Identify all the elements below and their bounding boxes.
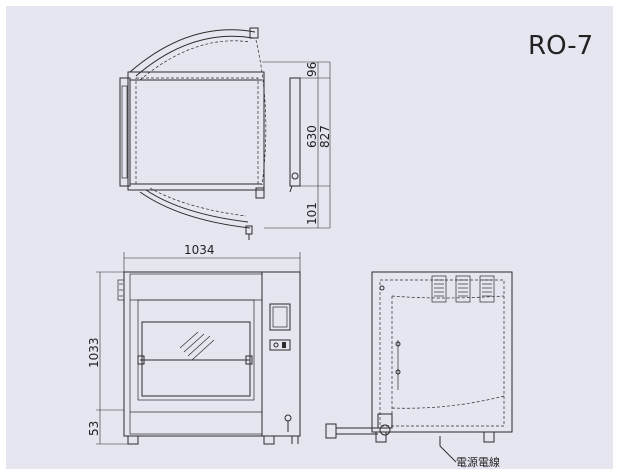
control-panel — [261, 271, 301, 437]
side-bottom-contour — [391, 395, 505, 409]
glass-hatch-3 — [187, 335, 211, 357]
side-fitting-1 — [395, 341, 401, 347]
top-body-inner — [135, 77, 259, 185]
side-drain-box — [377, 413, 393, 429]
side-vent-right — [479, 275, 495, 303]
side-foot-left — [375, 431, 387, 443]
side-drain-end — [325, 423, 337, 439]
top-door-arc-inner — [135, 35, 254, 77]
glass-hatch-4 — [191, 339, 215, 361]
dim-label-top-total: 827 — [318, 125, 332, 148]
top-right-knob — [291, 172, 299, 180]
door-swing-arc — [255, 39, 267, 186]
dim-label-top-front: 96 — [305, 62, 319, 77]
dim-label-height: 1033 — [87, 337, 101, 368]
side-top-fitting — [379, 285, 385, 291]
front-foot-left — [127, 435, 139, 445]
glass-hatch-1 — [179, 331, 199, 349]
front-shelf-left-bracket — [137, 355, 145, 365]
dim-label-top-back: 101 — [305, 202, 319, 225]
front-inner-glass — [141, 321, 251, 397]
front-left-vent — [117, 279, 125, 301]
side-drain-coupling — [379, 424, 391, 436]
control-switch-panel — [269, 339, 291, 351]
power-switch — [282, 342, 286, 348]
glass-hatch-2 — [183, 333, 205, 353]
top-right-foot — [289, 185, 293, 193]
side-top-contour — [391, 295, 505, 299]
power-cord-leader — [439, 445, 457, 463]
top-body-outline — [127, 71, 265, 191]
side-foot-right — [483, 431, 495, 443]
dim-label-base: 53 — [87, 421, 101, 436]
dim-label-width: 1034 — [184, 243, 215, 257]
front-view: 1034 1033 53 — [87, 243, 301, 445]
top-view: 96 630 827 101 — [119, 27, 332, 240]
top-door-arc-outer — [129, 29, 256, 73]
bottom-door-arc-inner — [145, 189, 249, 223]
top-left-panel — [119, 77, 131, 187]
top-door-arc-dash — [139, 40, 251, 81]
control-display — [269, 303, 291, 331]
side-vent-left — [431, 275, 447, 303]
control-display-screen — [272, 306, 288, 328]
top-door-handle — [249, 27, 259, 39]
front-drain-outlet — [291, 436, 299, 444]
dim-label-top-depth: 630 — [305, 125, 319, 148]
front-shelf-right-bracket — [245, 355, 253, 365]
side-fitting-2 — [395, 369, 401, 375]
top-left-rail — [121, 85, 128, 179]
control-knob — [273, 342, 279, 348]
model-label: RO-7 — [528, 31, 593, 61]
side-vent-middle — [455, 275, 471, 303]
top-back-hinge — [255, 187, 265, 199]
bottom-door-arc-outer — [139, 191, 251, 229]
side-view: 電源電線 — [325, 271, 513, 469]
top-right-box — [289, 77, 301, 187]
power-cord-label: 電源電線 — [456, 455, 500, 469]
front-foot-right — [263, 435, 275, 445]
